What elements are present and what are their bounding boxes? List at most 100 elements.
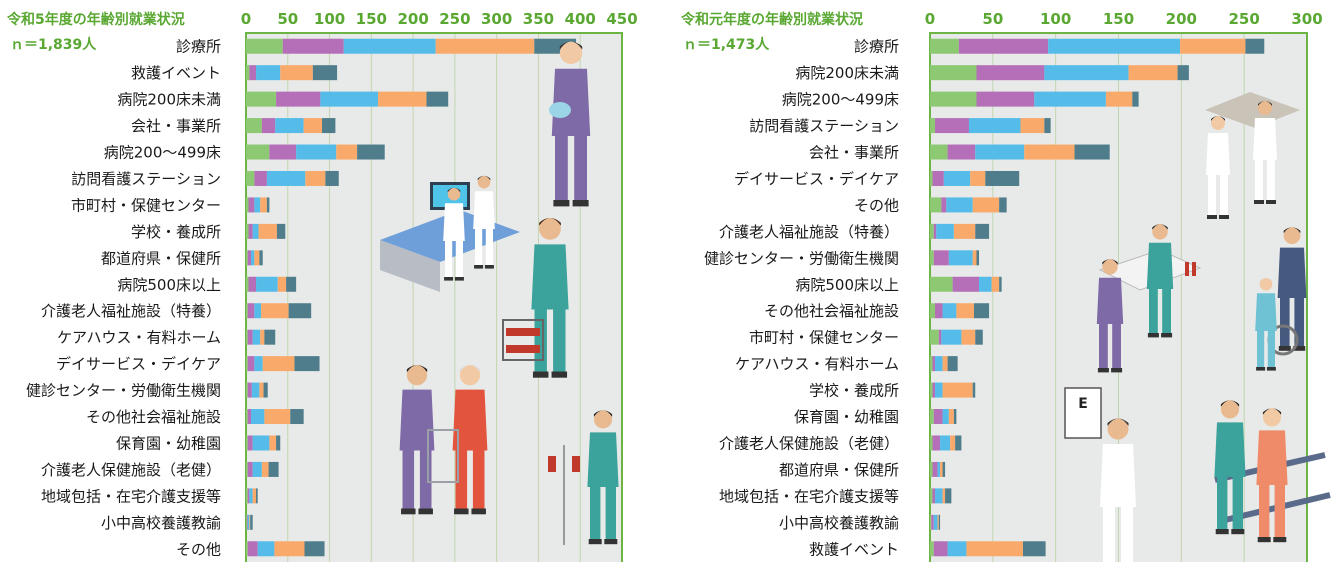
bar-segment	[252, 461, 262, 477]
bar-segment	[930, 435, 933, 451]
plot-frame	[929, 32, 1308, 562]
bar-segment	[1034, 91, 1106, 107]
bar-segment	[933, 223, 937, 239]
bar-segment	[246, 170, 255, 186]
bar-segment	[264, 409, 291, 425]
x-tick-label: 300	[1291, 10, 1322, 28]
bar-segment	[276, 435, 281, 451]
bar-segment	[269, 435, 277, 451]
bar-segment	[250, 514, 253, 530]
bar-segment	[282, 38, 344, 54]
x-tick-label: 300	[481, 10, 512, 28]
elderly-walker-illustration	[452, 364, 488, 515]
category-label: 診療所	[854, 38, 899, 56]
category-label: 健診センター・労働衛生機関	[704, 249, 899, 267]
caregiver-illustration	[399, 364, 435, 515]
bar-segment	[268, 461, 279, 477]
bar-segment	[976, 91, 1035, 107]
bar-segment	[426, 91, 449, 107]
bar-segment	[254, 303, 262, 319]
bar-segment	[254, 356, 263, 372]
bar-segment	[261, 303, 289, 319]
bar-segment	[263, 382, 268, 398]
bar-segment	[252, 435, 270, 451]
bar-segment	[975, 144, 1025, 160]
bar-segment	[930, 461, 933, 477]
bar-segment	[930, 38, 959, 54]
category-label: 訪問看護ステーション	[749, 117, 899, 135]
x-tick-label: 350	[523, 10, 554, 28]
bar-segment	[940, 435, 951, 451]
bar-segment	[991, 276, 1000, 292]
bar-segment	[254, 170, 267, 186]
patient-blood-illustration	[1096, 259, 1124, 373]
category-label: 都道府県・保健所	[101, 249, 221, 267]
bar-segment	[247, 329, 253, 345]
bar-segment	[246, 91, 277, 107]
bar-segment	[933, 541, 948, 557]
bar-segment	[1020, 118, 1045, 134]
category-label: その他社会福祉施設	[764, 302, 899, 320]
therapist-illustration	[1214, 400, 1246, 535]
bar-segment	[256, 65, 281, 81]
bar-segment	[1048, 38, 1181, 54]
bar-segment	[941, 197, 947, 213]
bar-segment	[930, 91, 977, 107]
x-tick-label: 50	[277, 10, 298, 28]
bar-segment	[955, 435, 962, 451]
category-label: 小中高校養護教諭	[101, 514, 221, 532]
bar-segment	[973, 303, 990, 319]
bar-segment	[930, 223, 934, 239]
bar-segment	[247, 435, 253, 451]
nurse-with-baby-illustration	[551, 41, 591, 207]
bar-segment	[976, 65, 1045, 81]
bar-segment	[972, 382, 976, 398]
bar-segment	[935, 488, 943, 504]
doctor-consult-illustration	[1253, 101, 1277, 204]
bar-segment	[262, 356, 295, 372]
bar-segment	[935, 356, 943, 372]
bar-segment	[999, 197, 1007, 213]
bar-segment	[932, 356, 936, 372]
illustrations: E	[380, 41, 1331, 562]
bar-segment	[246, 514, 248, 530]
category-label: 会社・事業所	[131, 117, 221, 135]
category-label: 介護老人保健施設（老健）	[719, 434, 899, 452]
bar-segment	[325, 170, 339, 186]
category-label: 地域包括・在宅介護支援等	[719, 487, 899, 505]
bar-segment	[930, 488, 933, 504]
bar-segment	[936, 223, 954, 239]
category-label: 病院200床未満	[117, 91, 221, 109]
bar-segment	[248, 223, 253, 239]
bar-segment	[247, 382, 252, 398]
bar-segment	[260, 197, 267, 213]
bar-segment	[975, 223, 990, 239]
bar-segment	[1245, 38, 1265, 54]
bar-segment	[930, 382, 933, 398]
category-label: 訪問看護ステーション	[71, 170, 221, 188]
bar-segment	[942, 488, 946, 504]
bar-segment	[1024, 144, 1075, 160]
bar-segment	[274, 541, 305, 557]
bar-segment	[246, 461, 248, 477]
bar-segment	[930, 514, 932, 530]
category-label: ケアハウス・有料ホーム	[735, 355, 899, 373]
bar-segment	[246, 144, 270, 160]
bar-segment	[252, 329, 261, 345]
eye-chart-icon	[1064, 387, 1102, 439]
x-tick-label: 100	[314, 10, 345, 28]
baby-icon	[549, 102, 571, 118]
category-label: 市町村・保健センター	[71, 196, 221, 214]
bar-segment	[254, 250, 260, 266]
bar-segment	[248, 276, 257, 292]
bar-segment	[945, 488, 952, 504]
bar-segment	[246, 488, 248, 504]
bar-segment	[378, 91, 427, 107]
bar-segment	[276, 223, 286, 239]
chart-title: 令和5年度の年齢別就業状況	[6, 11, 185, 28]
bar-segment	[247, 250, 252, 266]
bar-segment	[286, 276, 297, 292]
bar-segment	[246, 435, 248, 451]
category-label: 診療所	[176, 38, 221, 56]
bar-segment	[251, 250, 255, 266]
